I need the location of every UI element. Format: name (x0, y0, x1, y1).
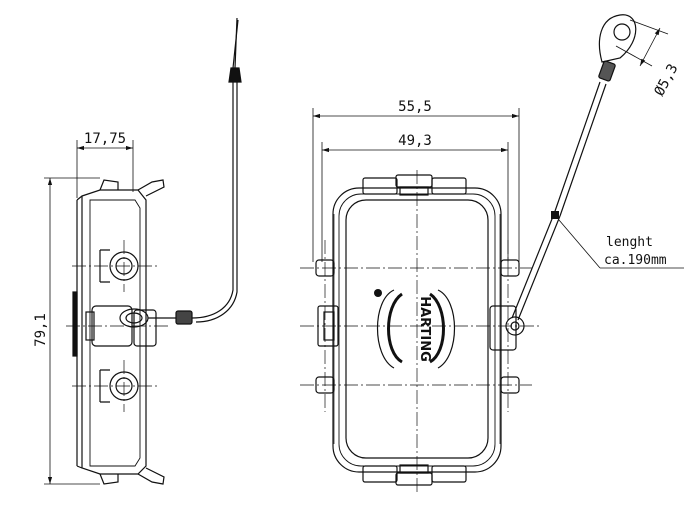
length-label: lenght (606, 235, 653, 250)
side-width-dimension: 17,75 (84, 131, 126, 147)
pin-marker (374, 289, 382, 297)
side-centerlines (66, 240, 170, 412)
eyelet-diameter-dimension: Ø5,3 (651, 61, 681, 98)
length-value: ca.190mm (604, 253, 667, 268)
side-dimensions (44, 140, 134, 485)
wire-mark (551, 211, 559, 219)
inner-width-dimension: 49,3 (398, 133, 432, 149)
front-dimensions (312, 19, 684, 269)
front-centerlines (300, 170, 540, 492)
outer-width-dimension: 55,5 (398, 99, 432, 115)
front-view (315, 14, 637, 486)
harting-logo-text: HARTING (417, 296, 432, 362)
height-dimension: 79,1 (33, 313, 49, 347)
side-view (72, 17, 242, 485)
